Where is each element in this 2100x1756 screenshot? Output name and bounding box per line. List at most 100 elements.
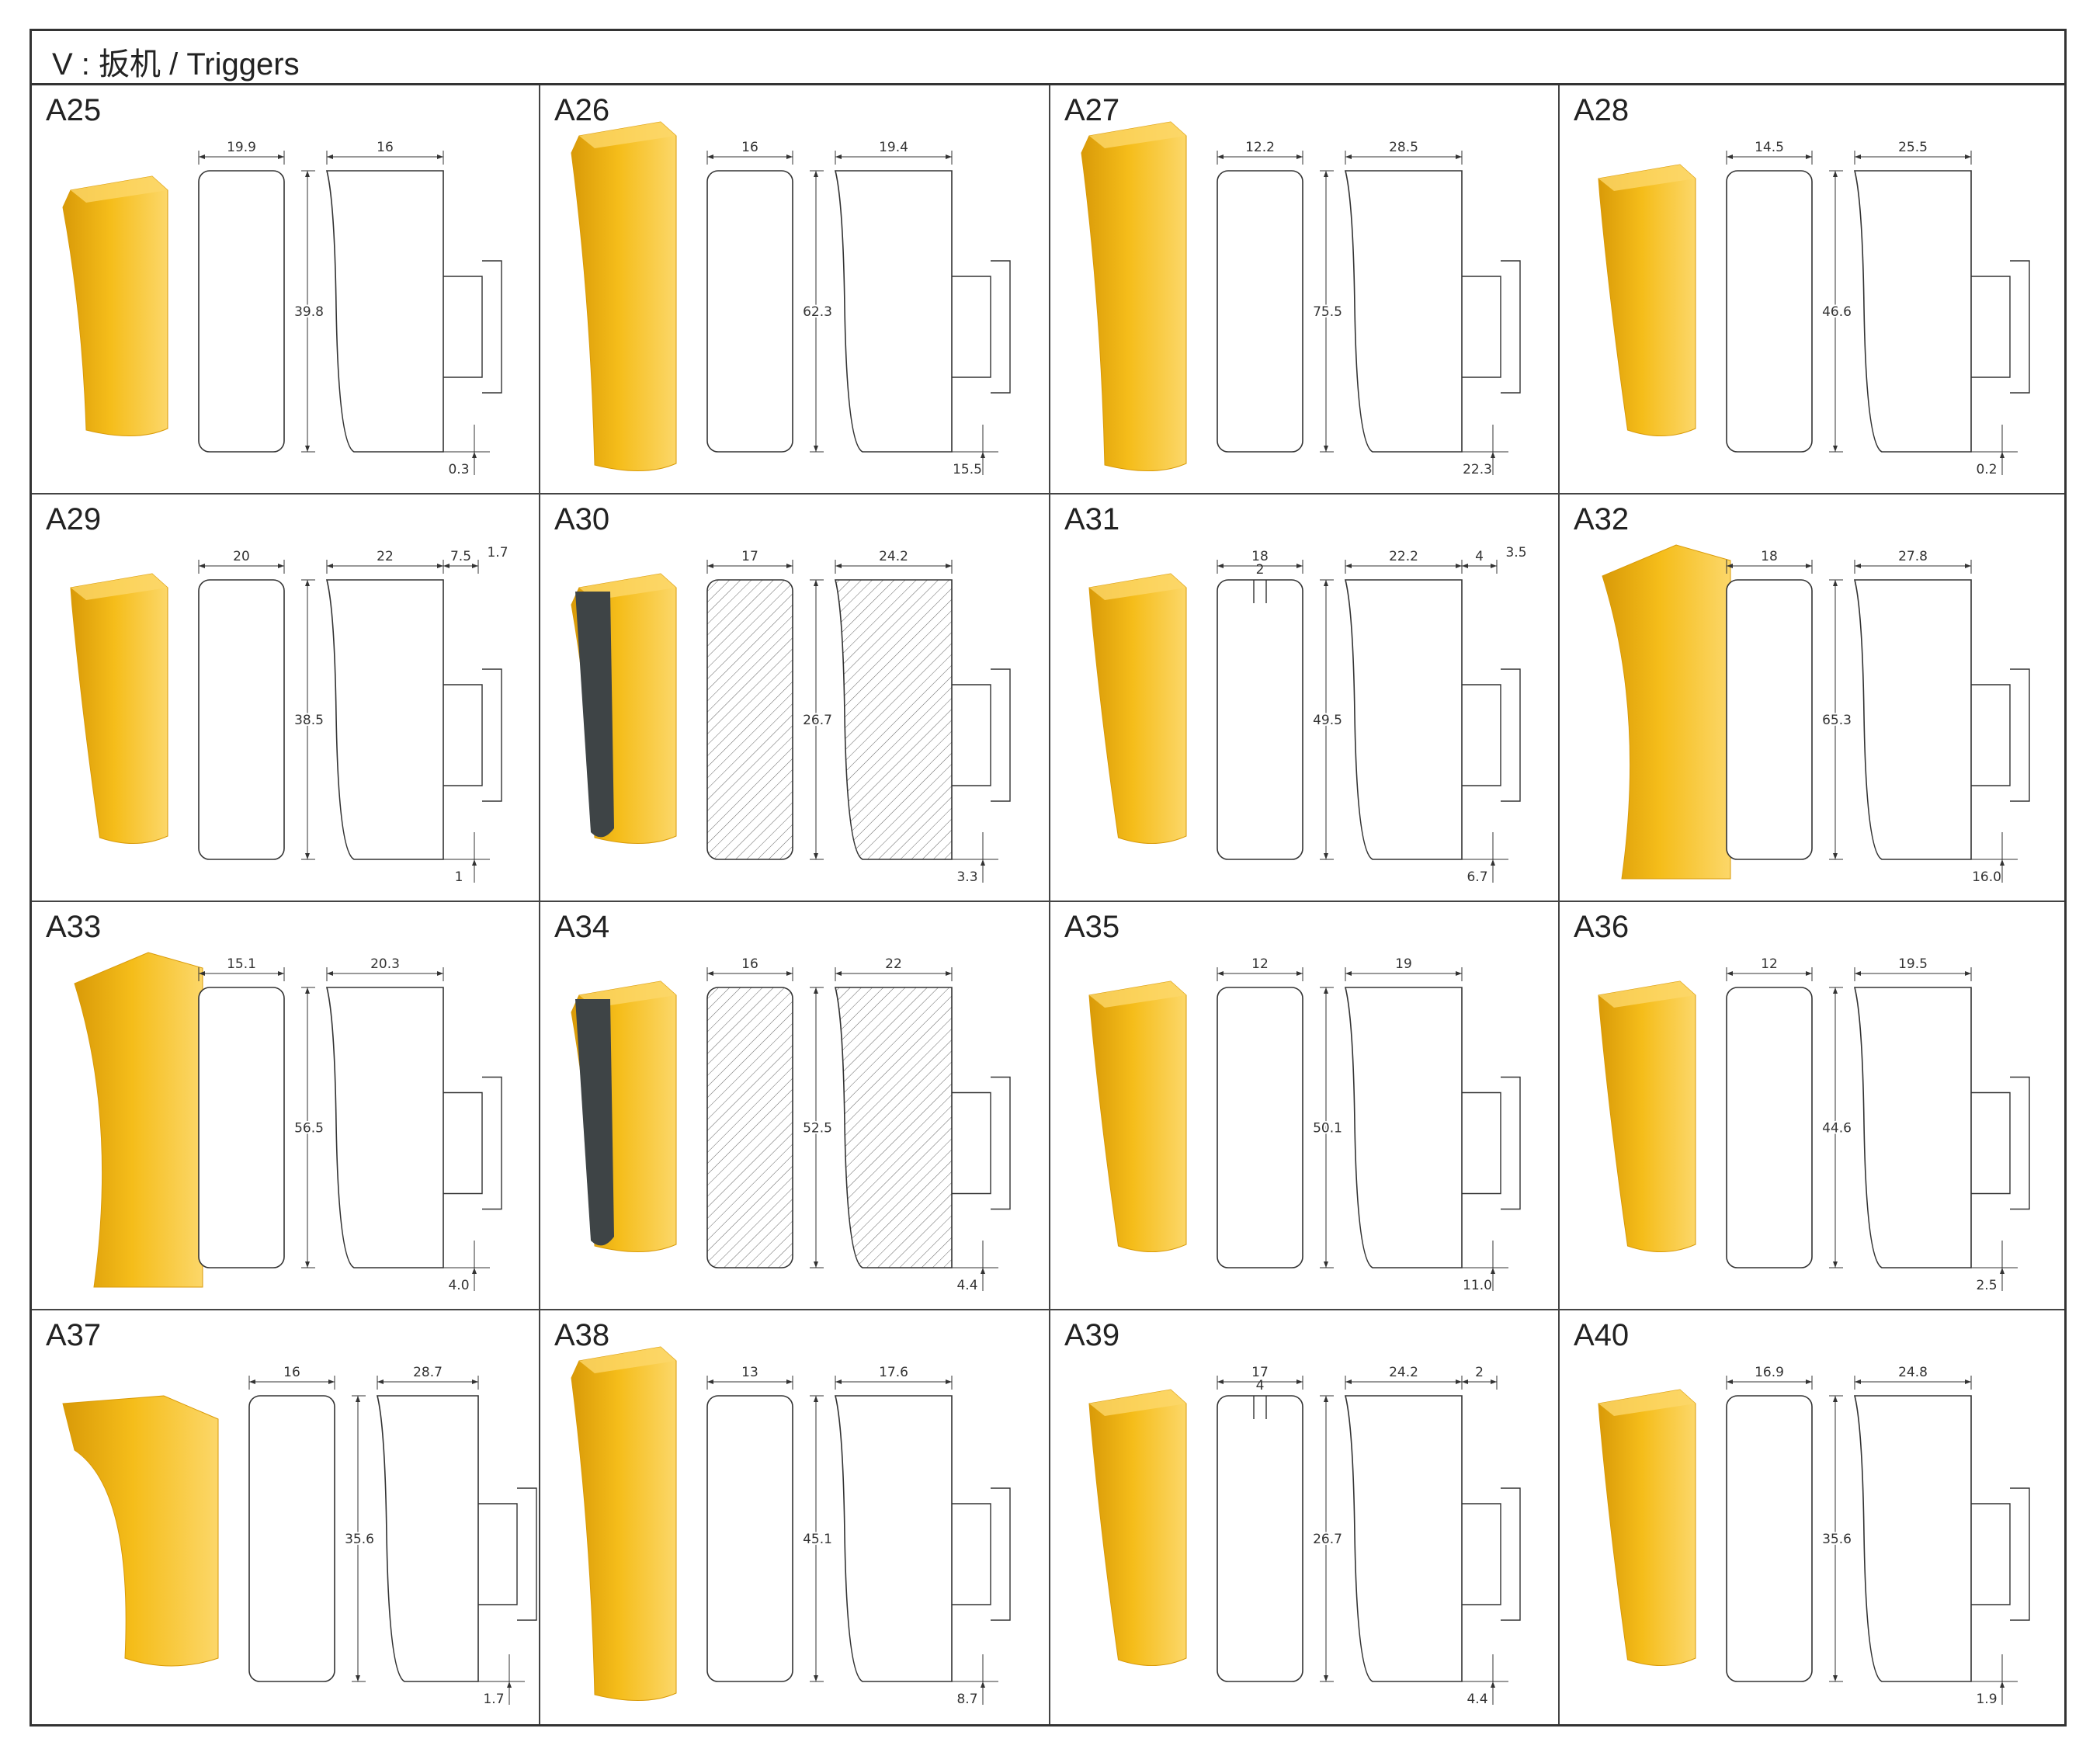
front-width-dim: 16 xyxy=(741,956,758,972)
side-width-dim: 27.8 xyxy=(1898,549,1928,564)
side-view: 22 52.5 xyxy=(801,956,953,1268)
trigger-cell-a36: 12 19.5 44.6 2.5 A36 xyxy=(1560,902,2064,1310)
bottom-offset-dim: 1.9 xyxy=(1967,1654,2018,1707)
side-view: 24.226.7 xyxy=(801,549,953,860)
mount-bracket xyxy=(952,260,1011,394)
side-extra-dim: 7.5 xyxy=(450,549,471,564)
trigger-id-label: A29 xyxy=(46,502,102,536)
front-width-dim: 14.5 xyxy=(1755,140,1784,155)
front-width-dim: 16 xyxy=(741,140,758,155)
front-width-dim: 18 xyxy=(1251,549,1269,564)
side-width-dim: 19.4 xyxy=(879,140,908,155)
side-width-dim: 24.2 xyxy=(879,549,908,564)
bottom-offset-dim: 11.0 xyxy=(1458,1241,1508,1293)
height-dim: 26.7 xyxy=(1313,1532,1342,1547)
side-width-dim: 20.3 xyxy=(370,956,400,972)
trigger-id-label: A38 xyxy=(554,1318,610,1352)
trigger-id-label: A37 xyxy=(46,1318,102,1352)
bottom-dim: 1 xyxy=(455,869,463,885)
trigger-3d-render xyxy=(571,980,677,1253)
trigger-id-label: A36 xyxy=(1574,910,1630,944)
side-view: 28.735.6 xyxy=(343,1365,479,1682)
front-width-dim: 18 xyxy=(1761,549,1778,564)
side-width-dim: 22 xyxy=(885,956,902,972)
mount-bracket xyxy=(443,260,502,394)
side-view: 20.356.5 xyxy=(293,956,444,1268)
trigger-3d-render xyxy=(571,1346,677,1702)
mount-bracket xyxy=(443,1076,502,1210)
mount-bracket xyxy=(952,1076,1011,1210)
slot-dim: 4 xyxy=(1256,1378,1265,1393)
trigger-3d-render xyxy=(1598,1389,1696,1666)
side-width-dim: 25.5 xyxy=(1898,140,1928,155)
mount-bracket xyxy=(443,668,502,802)
mount-bracket xyxy=(952,1487,1011,1621)
trigger-id-label: A35 xyxy=(1064,910,1120,944)
bottom-dim: 0.3 xyxy=(448,462,469,477)
bottom-offset-dim: 6.7 xyxy=(1458,832,1508,885)
front-view: 12 xyxy=(1726,956,1813,1268)
bottom-dim: 0.2 xyxy=(1976,462,1997,477)
side-view: 28.575.5 xyxy=(1311,140,1463,453)
trigger-id-label: A30 xyxy=(554,502,610,536)
mount-bracket xyxy=(1462,1076,1521,1210)
side-view: 17.645.1 xyxy=(801,1365,953,1682)
front-view: 16 xyxy=(706,956,793,1268)
height-dim: 45.1 xyxy=(803,1532,832,1547)
height-dim: 52.5 xyxy=(803,1121,832,1137)
bottom-offset-dim: 22.3 xyxy=(1458,425,1508,477)
height-dim: 75.5 xyxy=(1313,304,1342,320)
front-width-dim: 16 xyxy=(283,1365,300,1380)
top-extra-dim: 3.5 xyxy=(1505,545,1526,560)
bottom-dim: 4.0 xyxy=(448,1278,469,1293)
side-view: 19.5 44.6 xyxy=(1821,956,1972,1268)
trigger-drawing: 12.2 28.575.522.3 xyxy=(1081,121,1521,477)
side-view: 24.835.6 xyxy=(1821,1365,1972,1682)
front-width-dim: 13 xyxy=(741,1365,758,1380)
front-width-dim: 12.2 xyxy=(1245,140,1275,155)
bottom-dim: 4.4 xyxy=(956,1278,977,1293)
bottom-offset-dim: 3.3 xyxy=(948,832,998,885)
side-width-dim: 19 xyxy=(1395,956,1412,972)
bottom-dim: 22.3 xyxy=(1463,462,1492,477)
bottom-dim: 11.0 xyxy=(1463,1278,1492,1293)
bottom-offset-dim: 8.7 xyxy=(948,1654,998,1707)
mount-bracket xyxy=(952,668,1011,802)
side-width-dim: 19.5 xyxy=(1898,956,1928,972)
bottom-offset-dim: 4.0 xyxy=(439,1241,490,1293)
bottom-offset-dim: 4.4 xyxy=(1458,1654,1508,1707)
front-view: 16 xyxy=(706,140,793,453)
trigger-3d-render xyxy=(1598,164,1696,436)
front-view: 174 xyxy=(1217,1365,1303,1682)
catalog-header: V : 扳机 / Triggers xyxy=(32,31,2064,85)
height-dim: 35.6 xyxy=(1822,1532,1852,1547)
bottom-dim: 1.9 xyxy=(1976,1692,1997,1707)
bottom-offset-dim: 0.3 xyxy=(439,425,490,477)
top-extra-dim: 1.7 xyxy=(487,545,508,560)
bottom-dim: 2.5 xyxy=(1976,1278,1997,1293)
side-view: 25.546.6 xyxy=(1821,140,1972,453)
trigger-3d-render xyxy=(1081,121,1187,472)
front-view: 17 xyxy=(706,549,793,860)
mount-bracket xyxy=(478,1487,537,1621)
height-dim: 44.6 xyxy=(1822,1121,1852,1137)
bottom-dim: 8.7 xyxy=(956,1692,977,1707)
side-width-dim: 22 xyxy=(377,549,394,564)
